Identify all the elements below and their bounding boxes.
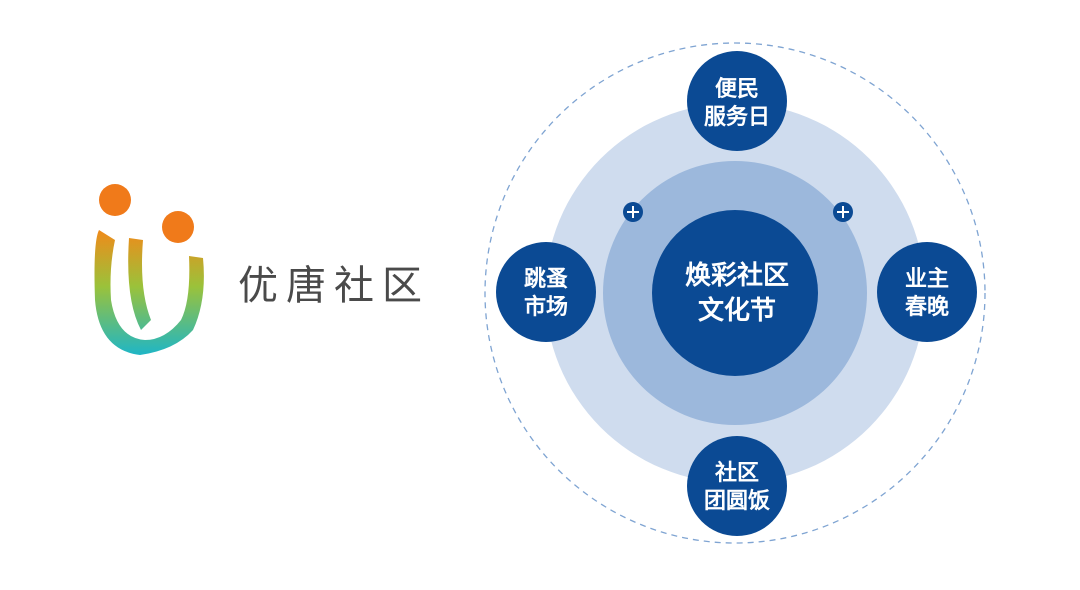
node-left-label-line1: 跳蚤 xyxy=(524,266,568,292)
logo-dot-right xyxy=(162,211,194,243)
dashed-orbit xyxy=(484,42,986,544)
center-node xyxy=(652,210,818,376)
center-label-line2: 文化节 xyxy=(698,295,776,326)
brand-name: 优唐社区 xyxy=(238,263,430,309)
node-bottom-label-line2: 团圆饭 xyxy=(704,488,770,514)
node-bottom-label-line1: 社区 xyxy=(715,460,759,486)
plus-icon xyxy=(623,202,643,222)
node-top-label-line2: 服务日 xyxy=(704,105,770,130)
node-right-label-line1: 业主 xyxy=(905,267,949,292)
center-label-line1: 焕彩社区 xyxy=(685,260,789,291)
logo-letter-shape xyxy=(94,230,204,355)
node-right-label-line2: 春晚 xyxy=(905,295,949,320)
node-right xyxy=(877,242,977,342)
node-left-label-line2: 市场 xyxy=(524,294,568,320)
node-left xyxy=(496,242,596,342)
node-top xyxy=(687,51,787,151)
node-top-label-line1: 便民 xyxy=(715,77,759,102)
logo-dot-left xyxy=(99,184,131,216)
brand-logo xyxy=(94,184,204,355)
plus-icon xyxy=(833,202,853,222)
node-bottom xyxy=(687,436,787,536)
